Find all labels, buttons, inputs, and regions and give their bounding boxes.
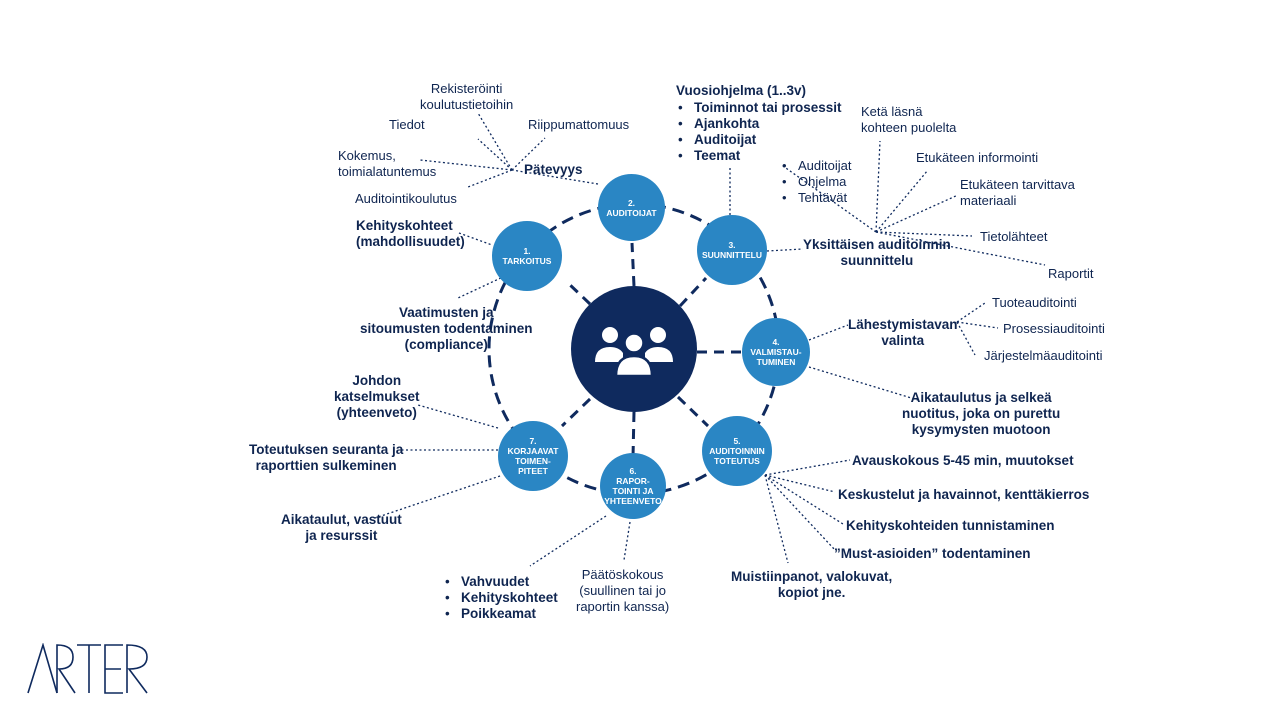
competence-title: Pätevyys [524,162,583,177]
node-number: 4. [772,337,780,347]
list-item: Teemat [676,148,842,164]
approach-schedule: Aikataulutus ja selkeä nuotitus, joka on… [902,390,1061,437]
list-item: Vahvuudet [443,574,558,590]
node-number: 1. [523,246,531,256]
approach-system: Järjestelmäauditointi [984,348,1103,363]
node-4-valmistautuminen: 4.VALMISTAU- TUMINEN [742,318,810,386]
node-number: 3. [728,240,736,250]
planning-reports: Raportit [1048,266,1094,281]
node-label: SUUNNITTELU [702,250,762,260]
list-item: Ohjelma [780,174,851,190]
competence-registration: Rekisteröinti koulutustietoihin [420,81,514,112]
node-number: 7. [529,436,537,446]
node-label: KORJAAVAT TOIMEN- PITEET [507,446,559,476]
node-7-korjaavat-toimenpiteet: 7.KORJAAVAT TOIMEN- PITEET [498,421,568,491]
list-item: Tehtävät [780,190,851,206]
reporting-meeting: Päätöskokous (suullinen tai jo raportin … [576,567,670,614]
list-item: Poikkeamat [443,606,558,622]
node-label: VALMISTAU- TUMINEN [750,347,802,367]
execution-opening: Avauskokous 5-45 min, muutokset [852,453,1074,468]
node-2-auditoijat: 2.AUDITOIJAT [598,174,665,241]
reporting-list: Vahvuudet Kehityskohteet Poikkeamat [443,574,558,622]
execution-must: ”Must-asioiden” todentaminen [834,546,1031,561]
node-label: AUDITOINNIN TOTEUTUS [709,446,765,466]
center-circle [571,286,697,412]
list-item: Auditoijat [780,158,851,174]
list-item: Toiminnot tai prosessit [676,100,842,116]
planning-material: Etukäteen tarvittava materiaali [960,177,1075,208]
list-item: Auditoijat [676,132,842,148]
node-5-auditoinnin-toteutus: 5.AUDITOINNIN TOTEUTUS [702,416,772,486]
planning-list: Auditoijat Ohjelma Tehtävät [780,158,851,206]
spokes [560,242,744,458]
list-item: Ajankohta [676,116,842,132]
annual-program-list: Toiminnot tai prosessit Ajankohta Audito… [676,100,842,164]
execution-notes: Muistiinpanot, valokuvat, kopiot jne. [731,569,893,600]
planning-title: Yksittäisen auditoinnin suunnittelu [803,237,951,268]
node-number: 5. [733,436,741,446]
node-6-raportointi: 6.RAPOR- TOINTI JA YHTEENVETO [600,453,666,519]
node-1-tarkoitus: 1.TARKOITUS [492,221,562,291]
node-number: 6. [629,466,637,476]
arter-logo [27,643,148,694]
approach-product: Tuoteauditointi [992,295,1077,310]
competence-knowledge: Tiedot [389,117,425,132]
people-group-icon [595,327,673,376]
annual-program-title: Vuosiohjelma (1..3v) [676,83,807,98]
competence-training: Auditointikoulutus [355,191,457,206]
node-label: TARKOITUS [502,256,552,266]
node-3-suunnittelu: 3.SUUNNITTELU [697,215,767,285]
competence-independence: Riippumattomuus [528,117,630,132]
planning-present: Ketä läsnä kohteen puolelta [861,104,957,135]
node-label: RAPOR- TOINTI JA YHTEENVETO [604,476,662,506]
execution-discussions: Keskustelut ja havainnot, kenttäkierros [838,487,1090,502]
node-label: AUDITOIJAT [606,207,657,218]
corrective-review: Johdon katselmukset (yhteenveto) [334,373,420,420]
planning-inform: Etukäteen informointi [916,150,1039,165]
list-item: Kehityskohteet [443,590,558,606]
competence-experience: Kokemus, toimialatuntemus [338,148,437,179]
approach-process: Prosessiauditointi [1003,321,1105,336]
node-number: 2. [627,197,636,208]
execution-development: Kehityskohteiden tunnistaminen [846,518,1055,533]
leader-lines [374,112,1046,567]
purpose-compliance: Vaatimusten ja sitoumusten todentaminen … [360,305,533,352]
planning-sources: Tietolähteet [980,229,1048,244]
approach-title: Lähestymistavan valinta [848,317,958,348]
purpose-development: Kehityskohteet (mahdollisuudet) [356,218,465,249]
corrective-followup: Toteutuksen seuranta ja raporttien sulke… [249,442,404,473]
corrective-schedules: Aikataulut, vastuut ja resurssit [281,512,402,543]
